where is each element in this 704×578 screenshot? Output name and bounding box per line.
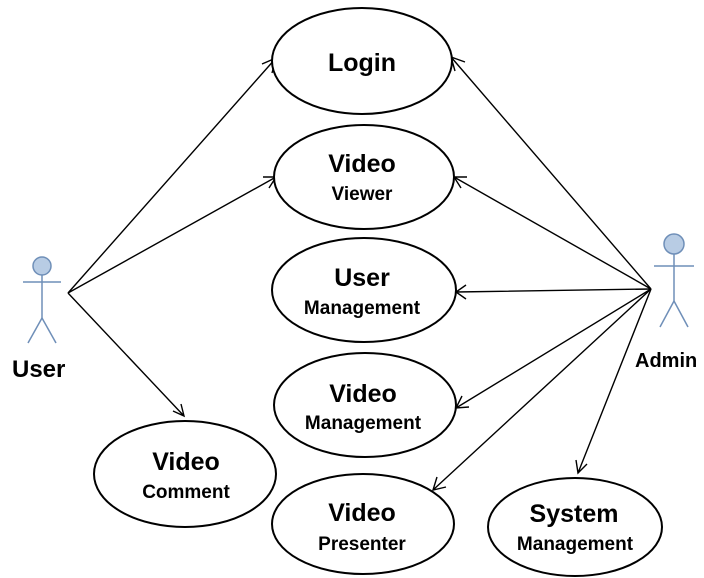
use-case-video-viewer-ellipse xyxy=(273,124,455,230)
use-case-video-comment-subtitle: Comment xyxy=(142,482,230,503)
association-admin-login xyxy=(449,55,652,290)
use-case-user-management-ellipse xyxy=(271,237,457,343)
actor-admin-label: Admin xyxy=(635,350,697,372)
use-case-video-presenter: Video Presenter xyxy=(271,473,455,575)
use-case-video-presenter-ellipse xyxy=(271,473,455,575)
association-user-video-comment xyxy=(67,292,186,418)
association-user-video-viewer xyxy=(67,176,278,294)
actor-user-right-leg xyxy=(41,317,57,344)
user-associations xyxy=(67,56,278,418)
association-admin-system-management xyxy=(575,288,652,475)
actor-admin-right-leg xyxy=(673,300,689,328)
actor-user-head xyxy=(32,256,52,276)
use-case-video-comment: Video Comment xyxy=(93,420,277,528)
use-case-system-management-title: System xyxy=(530,500,619,528)
actor-admin: Admin xyxy=(635,233,697,372)
use-case-login-title: Login xyxy=(328,49,396,77)
use-case-video-comment-title: Video xyxy=(152,448,220,476)
use-case-system-management-subtitle: Management xyxy=(517,534,634,555)
use-case-system-management-ellipse xyxy=(487,477,663,577)
association-admin-user-management xyxy=(454,284,652,300)
use-case-video-presenter-title: Video xyxy=(328,499,396,527)
association-user-login xyxy=(67,56,278,294)
actor-user: User xyxy=(12,256,65,383)
use-case-login-ellipse xyxy=(271,7,453,115)
use-case-video-comment-ellipse xyxy=(93,420,277,528)
use-case-video-management: Video Management xyxy=(273,352,457,458)
use-case-video-presenter-subtitle: Presenter xyxy=(318,534,406,555)
use-case-system-management: System Management xyxy=(487,477,663,577)
use-case-video-viewer-title: Video xyxy=(328,150,396,178)
actor-admin-left-leg xyxy=(659,300,675,328)
association-admin-video-presenter xyxy=(431,288,652,491)
association-admin-video-viewer xyxy=(452,176,652,290)
use-case-login: Login xyxy=(271,7,453,115)
actor-user-left-leg xyxy=(27,317,43,344)
use-case-user-management-subtitle: Management xyxy=(304,298,421,319)
use-case-video-management-ellipse xyxy=(273,352,457,458)
actor-user-label: User xyxy=(12,356,65,383)
use-case-user-management: User Management xyxy=(271,237,457,343)
actor-admin-head xyxy=(663,233,685,255)
use-case-video-management-subtitle: Management xyxy=(305,413,422,434)
use-case-video-management-title: Video xyxy=(329,380,397,408)
use-case-user-management-title: User xyxy=(334,264,390,292)
use-case-video-viewer: Video Viewer xyxy=(273,124,455,230)
association-admin-video-management xyxy=(454,288,652,409)
use-case-video-viewer-subtitle: Viewer xyxy=(332,184,394,205)
admin-associations xyxy=(431,55,652,491)
